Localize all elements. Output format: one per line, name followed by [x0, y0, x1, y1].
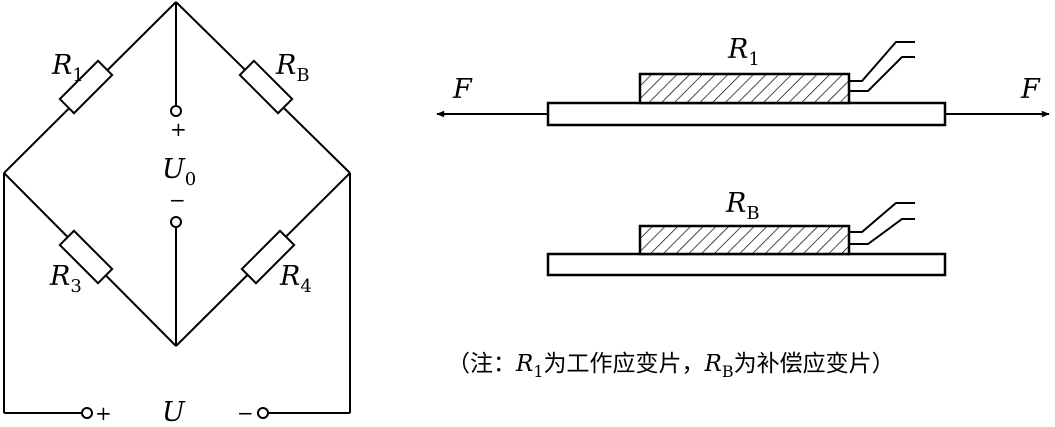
label-u0-plus: + — [170, 117, 187, 141]
label-u0-minus: − — [169, 188, 186, 212]
strain-gauge-r1 — [638, 72, 851, 105]
label-r1: R1 — [51, 50, 84, 86]
resistor-r3 — [58, 229, 114, 285]
label-rb: RB — [275, 50, 310, 86]
gauge-lead-rb-upper — [849, 202, 915, 233]
output-terminal-minus — [170, 216, 182, 228]
label-supply-plus: + — [95, 401, 112, 425]
label-r3: R3 — [49, 261, 82, 297]
bridge-circuit: R1 RB R3 R4 + U0 − + U − — [3, 1, 351, 427]
specimen-plate-comp — [546, 252, 947, 277]
label-u0: U0 — [162, 154, 196, 190]
label-r4: R4 — [279, 261, 312, 297]
strain-gauge-rb — [638, 224, 851, 256]
label-force-left: F — [452, 74, 473, 105]
gauge-lead-r1-upper — [849, 41, 915, 82]
resistor-r1 — [58, 59, 114, 115]
output-terminal-plus — [170, 105, 182, 117]
supply-terminal-minus — [257, 407, 269, 419]
gauge-lead-rb-lower — [849, 218, 915, 245]
figure-note: （注：R1为工作应变片，RB为补偿应变片） — [447, 351, 895, 381]
label-work-gauge: R1 — [727, 34, 760, 70]
label-supply: U — [162, 397, 186, 427]
label-supply-minus: − — [237, 401, 254, 425]
label-force-right: F — [1020, 74, 1041, 105]
resistor-r4 — [240, 229, 296, 285]
specimen-plate-work — [546, 101, 947, 127]
compensation-gauge-diagram: RB — [546, 188, 947, 277]
resistor-rb — [238, 59, 294, 115]
gauge-lead-r1-lower — [849, 56, 915, 92]
working-gauge-diagram: R1 F F — [436, 34, 1050, 127]
label-comp-gauge: RB — [725, 188, 760, 224]
supply-terminal-plus — [81, 407, 93, 419]
